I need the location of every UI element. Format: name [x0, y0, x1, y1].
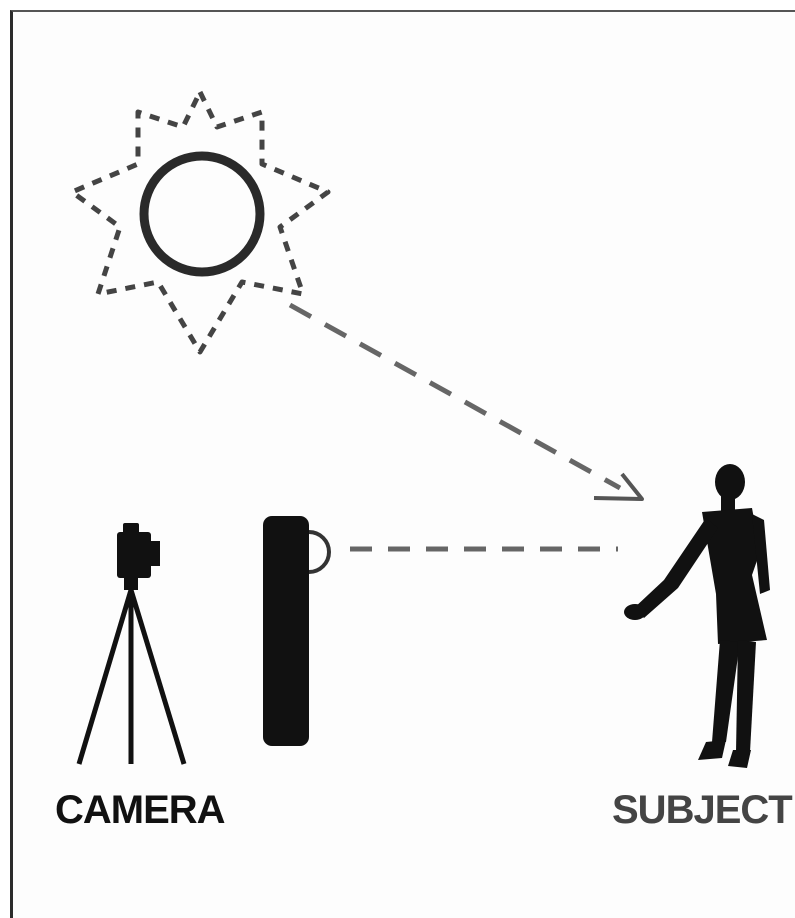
- light-blocker-icon: [263, 516, 329, 746]
- camera-label: CAMERA: [55, 790, 225, 830]
- sun-disc: [144, 156, 260, 272]
- camera-on-tripod-icon: [79, 523, 184, 764]
- subject-label: SUBJECT: [612, 790, 792, 830]
- camera-body: [117, 532, 151, 578]
- person-silhouette-icon: [624, 464, 770, 768]
- sunlight-arrow: [290, 305, 642, 499]
- sun-icon: [72, 92, 328, 352]
- sun-rays: [72, 92, 328, 352]
